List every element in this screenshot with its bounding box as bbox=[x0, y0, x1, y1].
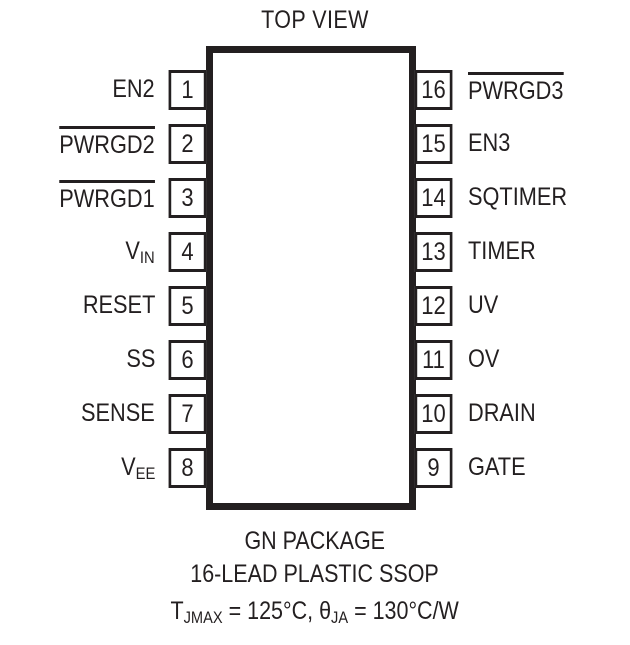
pin-label-text: PWRGD3 bbox=[468, 72, 564, 105]
theta-subscript: JA bbox=[331, 608, 349, 628]
pin-label-12: UV bbox=[468, 291, 503, 319]
package-body-outline bbox=[206, 46, 416, 510]
pin-number-15: 15 bbox=[414, 124, 453, 164]
pin-label-1: EN2 bbox=[106, 75, 155, 103]
pin-number-9: 9 bbox=[414, 448, 453, 488]
pin-label-2: PWRGD2 bbox=[45, 126, 155, 159]
pin-label-text: PWRGD2 bbox=[59, 126, 155, 159]
package-name-text: GN PACKAGE bbox=[244, 527, 386, 555]
pin-label-13: TIMER bbox=[468, 237, 546, 265]
pin-label-text: EN2 bbox=[112, 75, 155, 103]
pin-number-6: 6 bbox=[168, 340, 207, 380]
pin-label-text: TIMER bbox=[468, 237, 536, 265]
package-leads-text: 16-LEAD PLASTIC SSOP bbox=[190, 560, 440, 588]
theta-symbol: θ bbox=[319, 597, 332, 625]
pin-number-8: 8 bbox=[168, 448, 207, 488]
pin-label-text: SS bbox=[125, 345, 155, 373]
pin-label-text: DRAIN bbox=[468, 399, 536, 427]
theta-value: = 130°C/W bbox=[348, 597, 460, 625]
pin-label-16: PWRGD3 bbox=[468, 72, 578, 105]
pin-number-3: 3 bbox=[168, 178, 207, 218]
pin-label-15: EN3 bbox=[468, 129, 517, 157]
pin-label-11: OV bbox=[468, 345, 504, 373]
pin-label-text: GATE bbox=[468, 453, 526, 481]
pin-label-4: VIN bbox=[121, 237, 155, 268]
pin-label-text: EN3 bbox=[468, 129, 511, 157]
thermal-spec-caption: TJMAX = 125°C, θJA = 130°C/W bbox=[0, 597, 630, 628]
pin-number-12: 12 bbox=[414, 286, 453, 326]
pin-label-14: SQTIMER bbox=[468, 183, 582, 211]
pin-label-8: VEE bbox=[116, 453, 155, 484]
pin-label-text: PWRGD1 bbox=[59, 180, 155, 213]
pin-label-text: VIN bbox=[125, 237, 155, 268]
page-title: TOP VIEW bbox=[261, 6, 369, 34]
pin-number-2: 2 bbox=[168, 124, 207, 164]
tjmax-symbol: T bbox=[170, 597, 184, 625]
pin-label-text: RESET bbox=[82, 291, 155, 319]
pin-label-3: PWRGD1 bbox=[45, 180, 155, 213]
package-name-caption: GN PACKAGE bbox=[0, 527, 630, 556]
pin-label-text: SQTIMER bbox=[468, 183, 568, 211]
pin-label-10: DRAIN bbox=[468, 399, 546, 427]
pin-label-text: UV bbox=[468, 291, 499, 319]
pin-number-10: 10 bbox=[414, 394, 453, 434]
pin-number-14: 14 bbox=[414, 178, 453, 218]
pin-number-5: 5 bbox=[168, 286, 207, 326]
pin-label-text: VEE bbox=[120, 453, 155, 484]
tjmax-subscript: JMAX bbox=[183, 608, 223, 628]
pin-label-7: SENSE bbox=[70, 399, 155, 427]
package-leads-caption: 16-LEAD PLASTIC SSOP bbox=[0, 560, 630, 589]
pin-number-11: 11 bbox=[414, 340, 453, 380]
pin-label-9: GATE bbox=[468, 453, 534, 481]
thermal-spec-text: TJMAX = 125°C, θJA = 130°C/W bbox=[170, 597, 460, 628]
pin-label-5: RESET bbox=[72, 291, 155, 319]
pin-number-16: 16 bbox=[414, 70, 453, 110]
pin-number-1: 1 bbox=[168, 70, 207, 110]
pin-number-4: 4 bbox=[168, 232, 207, 272]
pin-label-text: SENSE bbox=[81, 399, 155, 427]
tjmax-value: = 125°C, bbox=[222, 597, 320, 625]
pin-number-13: 13 bbox=[414, 232, 453, 272]
pin-label-6: SS bbox=[122, 345, 155, 373]
pin-number-7: 7 bbox=[168, 394, 207, 434]
pin-label-text: OV bbox=[468, 345, 500, 373]
